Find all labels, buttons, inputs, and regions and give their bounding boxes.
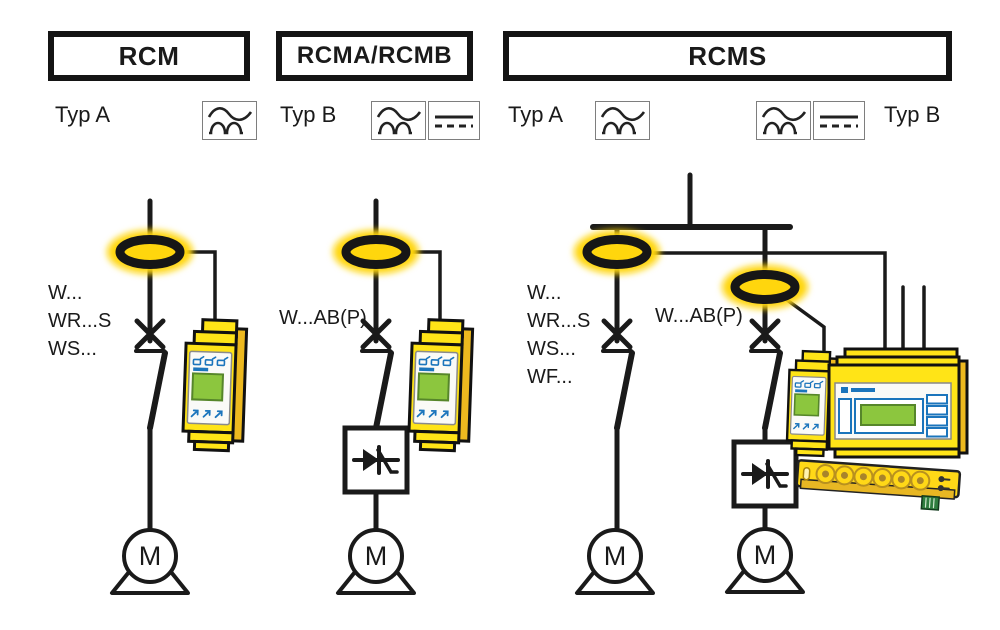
ac-pulsating-current-icon bbox=[371, 101, 426, 140]
ac-pulsating-current-icon bbox=[202, 101, 257, 140]
type-label-rcms-b: Typ B bbox=[884, 102, 941, 127]
transformer-label-rcms-right: W...AB(P) bbox=[655, 305, 743, 327]
transformer-label: WR...S bbox=[527, 310, 591, 332]
dc-glyph bbox=[820, 115, 858, 127]
ct-wire-left bbox=[647, 251, 887, 350]
current-transformer-left bbox=[574, 230, 660, 274]
type-label-rcms-a: Typ A bbox=[508, 102, 564, 127]
dc-glyph bbox=[435, 115, 473, 127]
header-box-rcms: RCMS bbox=[503, 31, 952, 81]
header-box-rcma-rcmb: RCMA/RCMB bbox=[276, 31, 473, 81]
header-box-rcm: RCM bbox=[48, 31, 250, 81]
bus-connection-wires bbox=[901, 285, 926, 350]
transformer-labels-rcms-left: W... WR...S WS... WF... bbox=[527, 279, 590, 391]
header-label-rcma-rcmb: RCMA/RCMB bbox=[296, 42, 453, 69]
ac-pulsating-current-icon bbox=[756, 101, 811, 140]
breaker-left bbox=[603, 321, 632, 428]
ct-strip bbox=[794, 458, 962, 513]
transformer-label: WS... bbox=[48, 338, 97, 360]
transformer-labels-rcm: W... WR...S WS... bbox=[48, 279, 111, 363]
rcms-evaluator bbox=[827, 347, 969, 459]
motor-left bbox=[575, 528, 655, 595]
wave-glyph bbox=[600, 106, 645, 134]
transformer-label: W... bbox=[527, 282, 562, 304]
current-transformer-right bbox=[722, 265, 808, 309]
type-label-rcma: Typ B bbox=[280, 102, 337, 127]
ac-pulsating-current-icon bbox=[595, 101, 650, 140]
header-label-rcms: RCMS bbox=[688, 40, 767, 71]
current-transformer bbox=[107, 230, 193, 274]
rcma-rcmb-circuit bbox=[333, 198, 475, 595]
rcma-monitor-device bbox=[406, 317, 475, 453]
header-label-rcm: RCM bbox=[118, 40, 180, 71]
transformer-label: WS... bbox=[527, 338, 576, 360]
motor bbox=[336, 528, 416, 595]
rcms-circuit bbox=[574, 172, 969, 595]
ct-wire-right bbox=[781, 295, 826, 352]
smooth-dc-current-icon bbox=[813, 101, 865, 140]
breaker bbox=[362, 321, 391, 428]
wave-glyph bbox=[207, 106, 252, 134]
current-transformer bbox=[333, 230, 419, 274]
transformer-label: WR...S bbox=[48, 310, 112, 332]
frequency-converter bbox=[345, 428, 407, 492]
smooth-dc-current-icon bbox=[428, 101, 480, 140]
wave-glyph bbox=[376, 106, 421, 134]
breaker-right bbox=[751, 321, 780, 428]
frequency-converter bbox=[734, 442, 796, 506]
rcm-monitor-device bbox=[180, 317, 249, 453]
transformer-label: W... bbox=[48, 282, 83, 304]
transformer-label-rcma: W...AB(P) bbox=[279, 307, 367, 329]
transformer-label: WF... bbox=[527, 366, 573, 388]
wave-glyph bbox=[761, 106, 806, 134]
type-label-rcm: Typ A bbox=[55, 102, 111, 127]
rcm-circuit bbox=[107, 198, 249, 595]
breaker bbox=[136, 321, 165, 428]
motor bbox=[110, 528, 190, 595]
motor-right bbox=[725, 527, 805, 594]
